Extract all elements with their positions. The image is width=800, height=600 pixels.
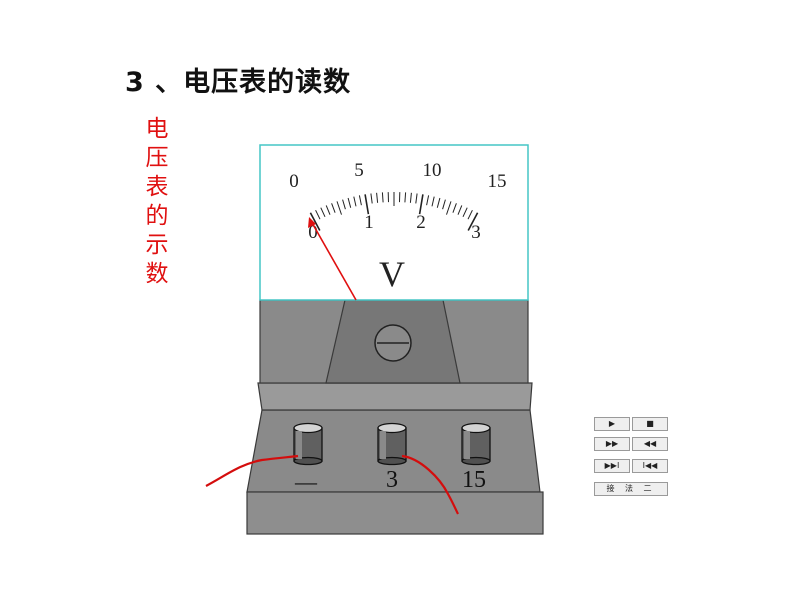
scale-tick (462, 207, 468, 218)
scale-tick (467, 209, 473, 220)
zero-adjust-screw[interactable] (374, 324, 412, 362)
scale-tick (331, 203, 336, 213)
scale-tick (358, 195, 362, 206)
needle-tip (308, 217, 316, 228)
scale-tick (353, 196, 357, 207)
rewind-button[interactable]: ◀◀ (632, 437, 668, 451)
scale-tick (347, 197, 352, 208)
terminal-label-3: 3 (386, 467, 398, 493)
scale-tick (336, 201, 342, 215)
unit-label: V (379, 254, 405, 294)
side-label-char: 压 (145, 145, 169, 171)
scale-tick (457, 205, 463, 215)
playback-row-4: 接 法 二 (594, 482, 668, 496)
scale-tick (376, 192, 379, 203)
side-label-char: 表 (145, 174, 169, 200)
scale-tick (442, 199, 446, 210)
side-label-char: 的 (145, 203, 169, 229)
scale-tick (467, 212, 479, 231)
scale-upper-label: 5 (354, 160, 364, 181)
scale-lower-label: 0 (308, 222, 318, 243)
scale-tick (381, 192, 384, 203)
scale-upper-label: 10 (423, 160, 442, 181)
scale-tick (320, 207, 326, 218)
scale-tick (309, 212, 321, 231)
play-button[interactable]: ▶ (594, 417, 630, 431)
dial-scale-ticks (309, 192, 479, 231)
scale-tick (418, 194, 424, 215)
side-label-char: 示 (145, 232, 169, 258)
scale-tick (342, 199, 346, 210)
playback-row-3: ▶▶I I◀◀ (594, 459, 668, 473)
meter-base-front (246, 491, 544, 535)
scale-tick (315, 209, 321, 220)
scale-lower-label: 1 (364, 212, 374, 233)
page-title: 3 、电压表的读数 (125, 67, 352, 98)
scale-lower-label: 2 (416, 212, 426, 233)
terminal-label-negative: — (294, 469, 318, 494)
scale-tick (370, 193, 373, 204)
scale-tick (409, 192, 412, 203)
terminal-negative[interactable] (293, 422, 323, 466)
wire-negative (205, 454, 299, 487)
scale-tick (436, 197, 441, 208)
scale-tick (364, 194, 370, 215)
terminal-label-15: 15 (462, 467, 486, 493)
scale-tick (452, 203, 457, 213)
stop-button[interactable]: ■ (632, 417, 668, 431)
connection-method-button[interactable]: 接 法 二 (594, 482, 668, 496)
meter-needle (310, 220, 357, 301)
playback-row-1: ▶ ■ (594, 417, 668, 431)
skip-to-end-button[interactable]: ▶▶I (594, 459, 630, 473)
playback-row-2: ▶▶ ◀◀ (594, 437, 668, 451)
wire-3v (401, 454, 459, 515)
terminal-15v[interactable] (461, 422, 491, 466)
scale-lower-label: 3 (471, 222, 481, 243)
dial-window (259, 144, 529, 301)
scale-upper-label: 15 (488, 171, 507, 192)
side-label: 电 压 表 的 示 数 (143, 115, 171, 289)
scale-upper-label: 0 (289, 171, 299, 192)
scale-tick (415, 193, 418, 204)
scale-tick (446, 201, 452, 215)
fast-forward-button[interactable]: ▶▶ (594, 437, 630, 451)
scale-tick (431, 196, 435, 207)
scale-tick (426, 195, 430, 206)
scale-tick (325, 205, 331, 215)
skip-to-start-button[interactable]: I◀◀ (632, 459, 668, 473)
terminal-3v[interactable] (377, 422, 407, 466)
scale-tick (404, 192, 407, 203)
side-label-char: 数 (145, 261, 169, 287)
side-label-char: 电 (145, 116, 169, 142)
meter-ledge (257, 382, 533, 411)
